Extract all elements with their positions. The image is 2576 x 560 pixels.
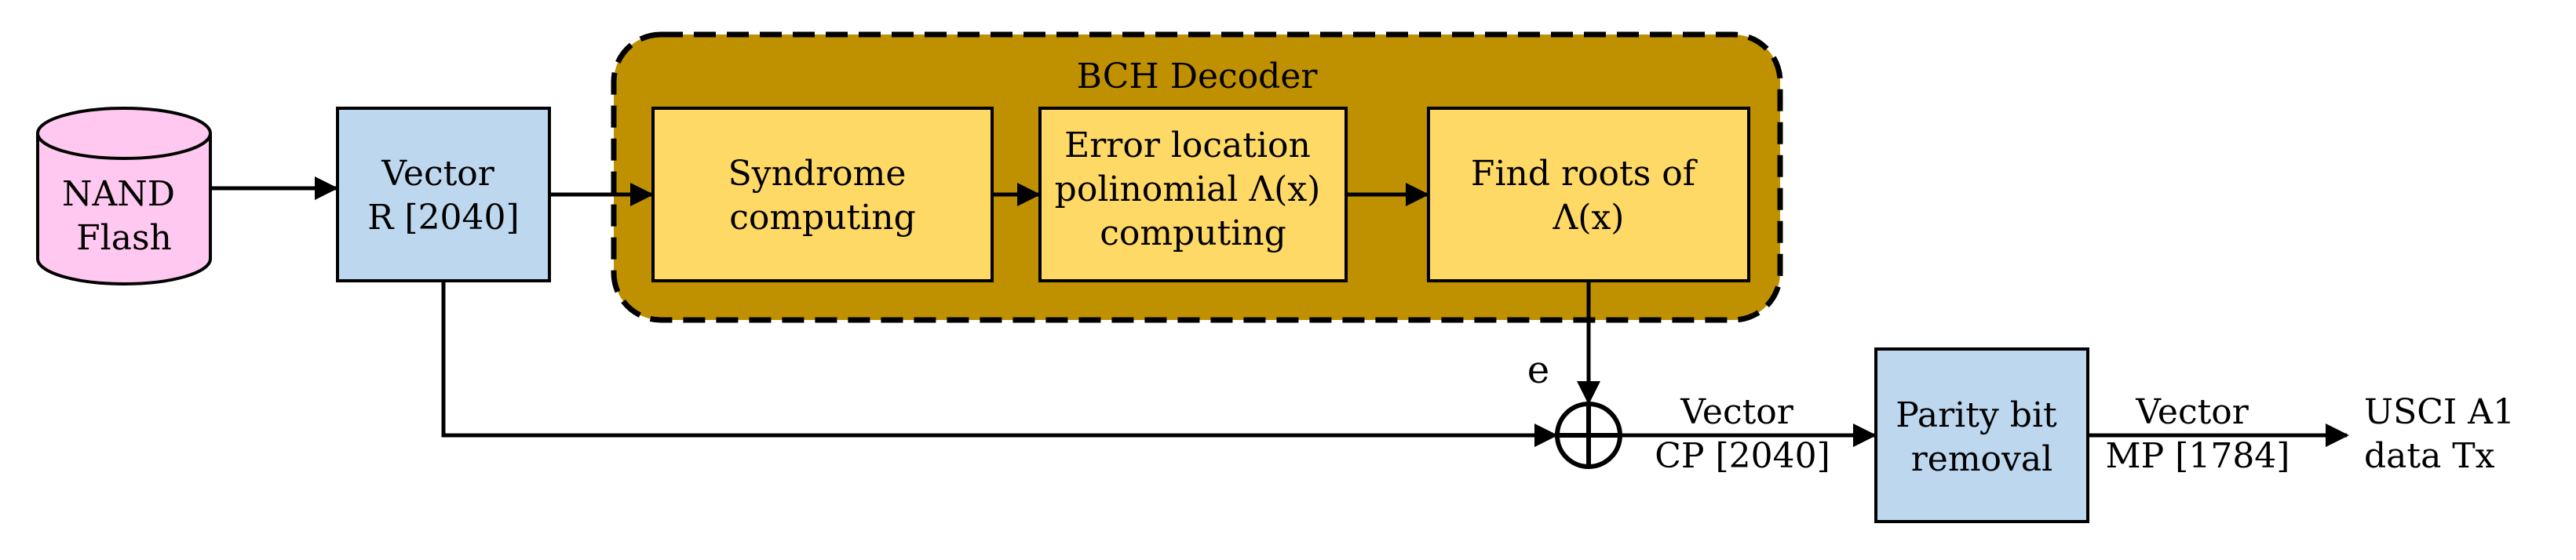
nand-flash-label: NAND Flash [62, 174, 186, 258]
syndrome-computing-box [651, 107, 994, 282]
parity-bit-removal-box [1874, 347, 2089, 523]
arrow-vector-to-xor [441, 281, 1558, 447]
syndrome-computing-label: Syndrome computing [728, 154, 918, 238]
find-roots-label: Find roots of Λ(x) [1471, 154, 1706, 238]
error-vector-label: e [1527, 348, 1549, 392]
error-location-label: Error location polinomial Λ(x) computing [1055, 125, 1332, 253]
parity-bit-removal-label: Parity bit removal [1896, 395, 2067, 479]
find-roots-box [1427, 107, 1750, 282]
bch-decoder-title: BCH Decoder [1077, 56, 1319, 96]
output-label: USCI A1 data Tx [2364, 392, 2526, 476]
nand-flash-cylinder [36, 107, 212, 285]
error-location-box [1038, 107, 1348, 282]
vector-r-box [336, 107, 551, 282]
vector-cp-label: Vector CP [2040] [1655, 392, 1830, 476]
xor-symbol [1555, 402, 1622, 469]
vector-r-label: Vector R [2040] [367, 154, 519, 238]
vector-mp-label: Vector MP [1784] [2106, 392, 2290, 476]
